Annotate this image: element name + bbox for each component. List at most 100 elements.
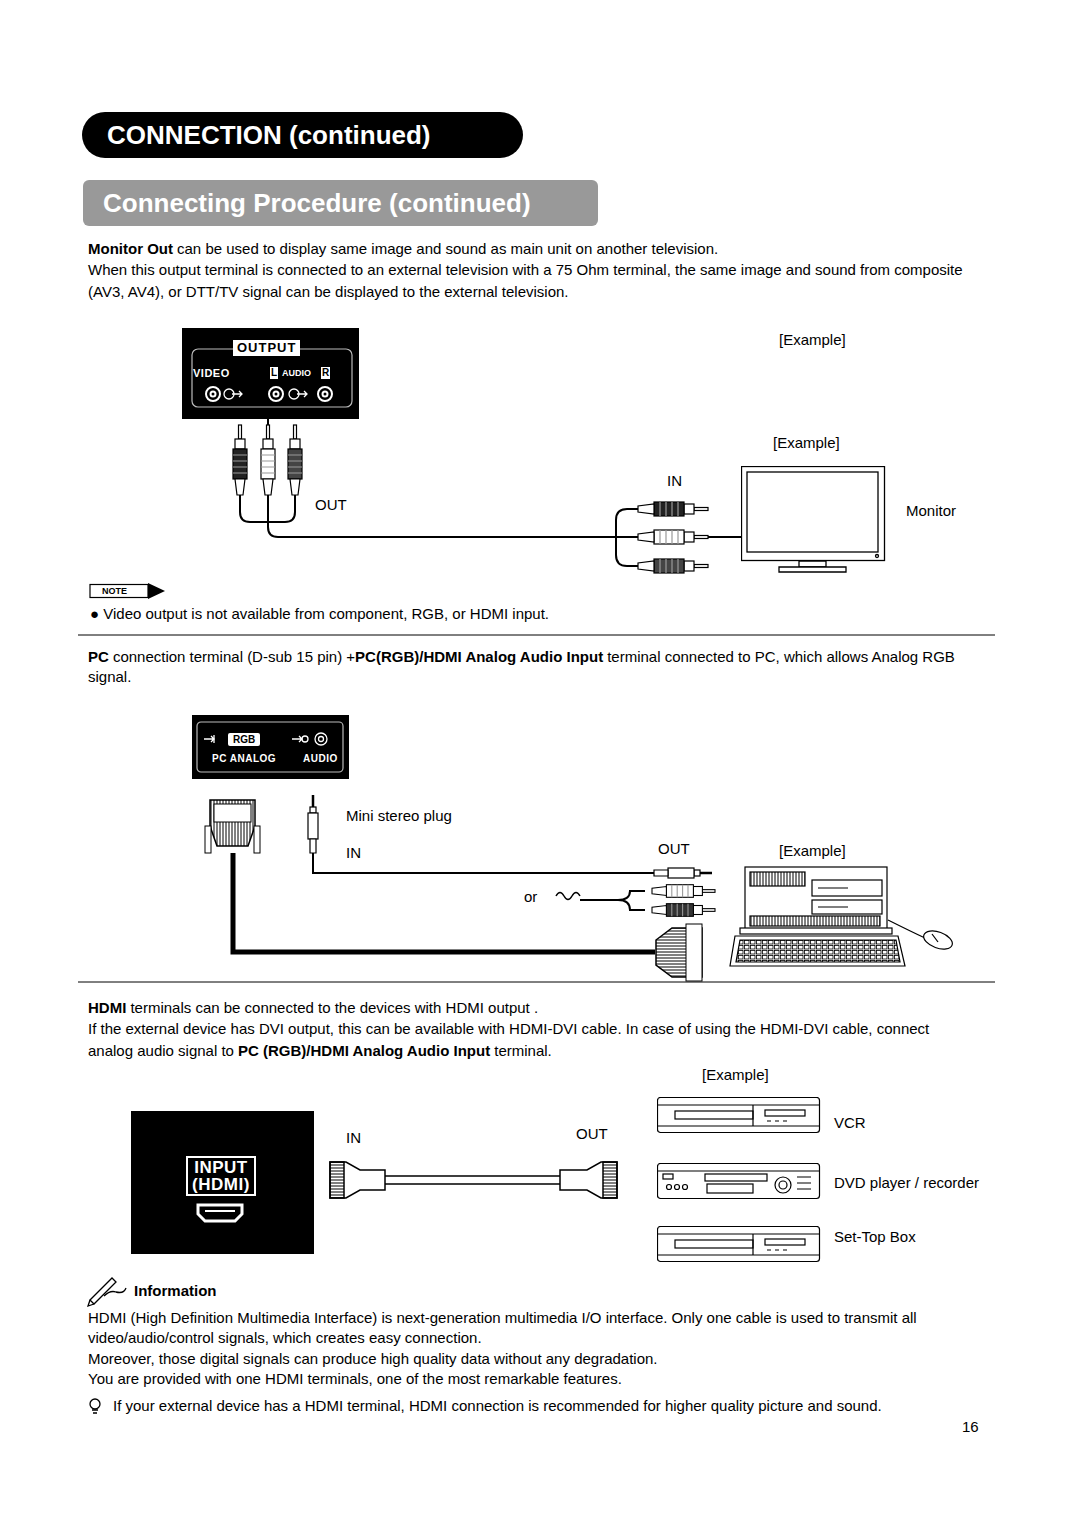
text-label: Mini stereo plug [346, 805, 452, 827]
text-label: 16 [962, 1416, 979, 1438]
path-shape [233, 853, 655, 952]
rect-shape [707, 1184, 753, 1193]
node-text: Monitor [906, 500, 956, 522]
use-shape [233, 425, 247, 495]
paragraph: HDMIterminals can be connected to the de… [88, 997, 988, 1019]
path-shape [797, 1177, 811, 1189]
circle-shape [318, 387, 332, 401]
circle-shape [876, 555, 879, 558]
use-shape [652, 904, 715, 917]
path-shape [779, 567, 846, 572]
node-text: Set-Top Box [834, 1226, 916, 1248]
paragraph-text: PC(RGB)/HDMI Analog Audio Input [355, 648, 603, 665]
use-shape [261, 425, 275, 495]
path-shape [292, 736, 302, 742]
path-shape [205, 1210, 235, 1212]
path-shape [736, 940, 900, 962]
settopbox-device: Set-Top Box [657, 1226, 997, 1263]
use-shape [652, 885, 715, 898]
path-shape [616, 509, 638, 566]
section-band: Connecting Procedure (continued) [83, 180, 598, 226]
text-label: or [524, 886, 537, 908]
path-shape [104, 1288, 126, 1296]
node-text: DVD player / recorder [834, 1172, 979, 1194]
rect-shape [658, 1164, 820, 1199]
polygon-shape [148, 583, 165, 599]
g-shape [330, 1162, 617, 1198]
circle-shape [269, 387, 283, 401]
circle-shape [683, 1185, 688, 1190]
path-shape [560, 1162, 617, 1198]
rect-shape [90, 585, 148, 598]
g-shape [204, 733, 327, 745]
text-label: ● Video output is not available from com… [90, 603, 549, 625]
text-label: When this output terminal is connected t… [88, 259, 968, 303]
rect-shape [603, 1162, 617, 1198]
path-shape [658, 1170, 819, 1171]
paragraph-text: terminals can be connected to the device… [130, 999, 538, 1016]
circle-shape [206, 387, 220, 401]
circle-shape [211, 392, 216, 397]
rect-shape [765, 1110, 805, 1116]
paragraph-text: HDMI [88, 999, 126, 1016]
paragraph-text: Monitor Out [88, 240, 173, 257]
node-text: Connecting Procedure (continued) [103, 180, 531, 226]
path-shape [198, 1205, 242, 1221]
path-shape [767, 1120, 787, 1121]
text-label: Information [134, 1280, 217, 1302]
use-shape [308, 795, 318, 853]
rect-shape [675, 1111, 753, 1119]
circle-shape [274, 392, 279, 397]
use-shape [288, 425, 302, 495]
text-label: NOTE [102, 585, 127, 598]
text-label: IN [346, 842, 361, 864]
rect-shape [192, 349, 352, 407]
circle-shape [315, 733, 327, 745]
rect-shape [254, 826, 260, 853]
circle-shape [675, 1185, 680, 1190]
g-shape [730, 867, 955, 966]
g-shape [658, 1098, 820, 1133]
svg-shape [657, 1163, 821, 1200]
rect-shape [663, 1174, 673, 1179]
use-shape [638, 502, 708, 516]
path-shape [888, 920, 925, 938]
path-shape [78, 635, 995, 982]
paragraph: Monitor Outcan be used to display same i… [88, 238, 988, 260]
path-shape [210, 800, 255, 846]
text-label: IN [667, 470, 682, 492]
text-label: You are provided with one HDMI terminals… [88, 1368, 622, 1390]
paragraph-text: PC [88, 648, 109, 665]
rect-shape [686, 924, 702, 981]
paragraph: If the external device has DVI output, t… [88, 1018, 968, 1062]
path-shape [730, 936, 905, 966]
svg-shape [657, 1226, 821, 1263]
path-shape [752, 1105, 753, 1126]
g-shape [658, 1227, 820, 1262]
path-shape [658, 1105, 819, 1126]
text-label: OUT [576, 1123, 608, 1145]
rect-shape [742, 467, 885, 561]
node-text: INPUT (HDMI) [186, 1156, 256, 1196]
node-text: AUDIO [303, 752, 338, 765]
path-shape [556, 893, 580, 900]
svg-shape [741, 466, 886, 574]
path-shape [213, 735, 214, 743]
paragraph-text: can be used to display same image and so… [177, 240, 718, 257]
use-shape [638, 530, 708, 544]
ellipse-shape [921, 927, 955, 952]
rect-shape [745, 867, 887, 930]
svg-shape [192, 715, 349, 779]
title-text: CONNECTION (continued) [107, 112, 431, 158]
path-shape [88, 1300, 94, 1306]
title-band: CONNECTION (continued) [82, 112, 523, 158]
node-text: RGB [228, 733, 260, 746]
path-shape [204, 736, 214, 742]
g-shape [233, 853, 655, 952]
path-shape [767, 1249, 787, 1250]
use-shape [654, 868, 712, 878]
output-panel: OUTPUTVIDEOLAUDIOR [182, 328, 359, 419]
g-shape [742, 467, 885, 573]
vcr-device: VCR [657, 1097, 997, 1134]
rect-shape [765, 1239, 805, 1245]
